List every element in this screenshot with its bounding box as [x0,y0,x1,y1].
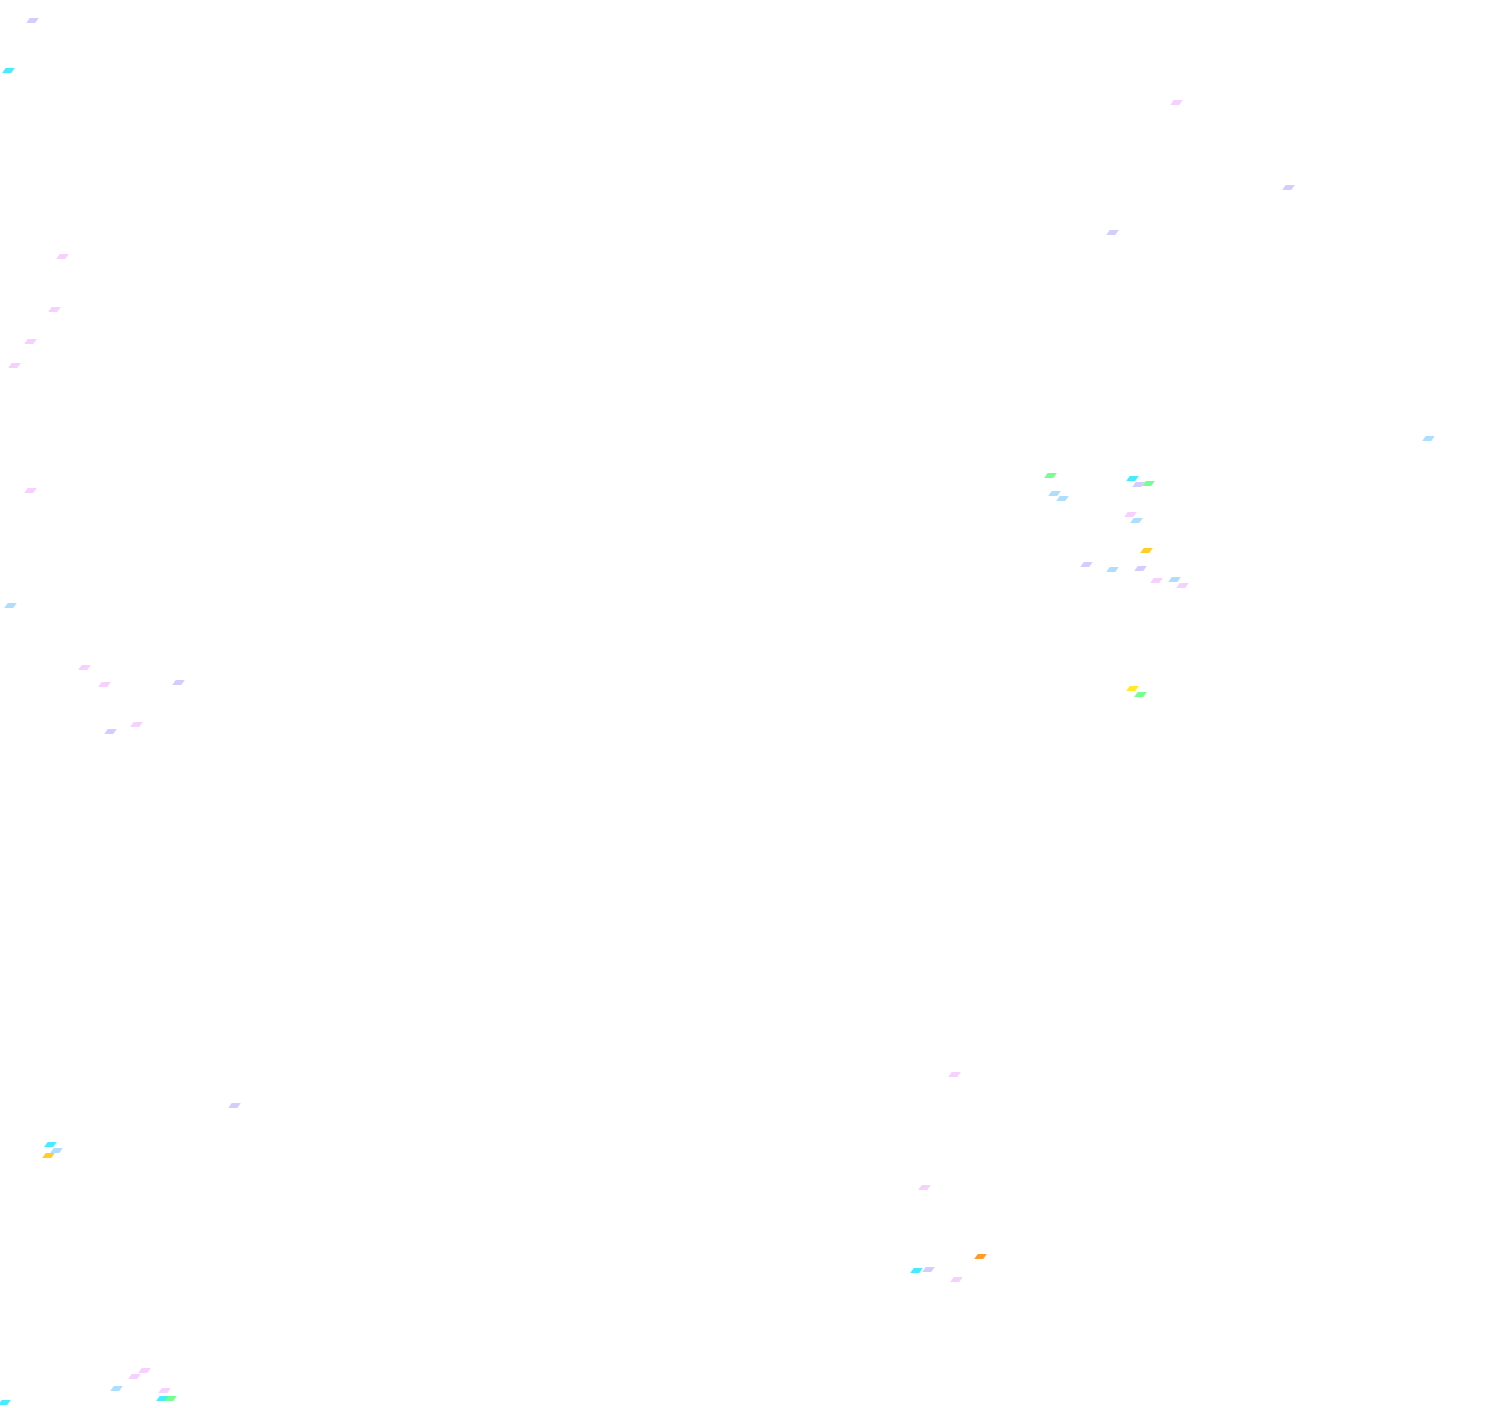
color-speck [974,1254,987,1259]
color-speck [44,1142,57,1147]
color-speck [8,363,21,368]
color-speck [1134,566,1147,571]
color-speck [910,1268,923,1273]
color-speck [48,307,61,312]
color-speck [172,680,185,685]
color-speck [130,722,143,727]
color-speck [1170,100,1183,105]
color-speck [1422,436,1435,441]
color-speck [1106,230,1119,235]
color-speck [950,1277,963,1282]
color-speck [0,1400,11,1405]
color-speck [228,1103,241,1108]
color-speck [1080,562,1093,567]
color-speck [1044,473,1057,478]
color-speck [128,1374,141,1379]
color-speck [1134,692,1147,697]
color-speck [78,665,91,670]
color-speck [42,1153,55,1158]
color-speck [922,1267,935,1272]
color-speck [1130,518,1143,523]
color-speck [1124,512,1137,517]
color-speck [2,68,15,73]
color-speck [24,488,37,493]
color-speck [26,18,39,23]
color-speck [104,729,117,734]
color-speck [1106,567,1119,572]
color-speck [1126,686,1139,691]
color-speck [98,682,111,687]
color-speck [1176,583,1189,588]
color-speck [1150,578,1163,583]
color-speck [1168,577,1181,582]
color-speck [138,1368,151,1373]
color-speck [1126,476,1139,481]
color-speck [56,254,69,259]
color-speck [4,603,17,608]
color-speck [1132,482,1145,487]
color-speck [24,339,37,344]
color-speck [110,1386,123,1391]
color-speck [918,1185,931,1190]
color-speck [1140,548,1153,553]
color-speck [948,1072,961,1077]
color-speck [164,1396,177,1401]
color-speck [158,1388,171,1393]
color-speck [1282,185,1295,190]
color-speck [1056,496,1069,501]
